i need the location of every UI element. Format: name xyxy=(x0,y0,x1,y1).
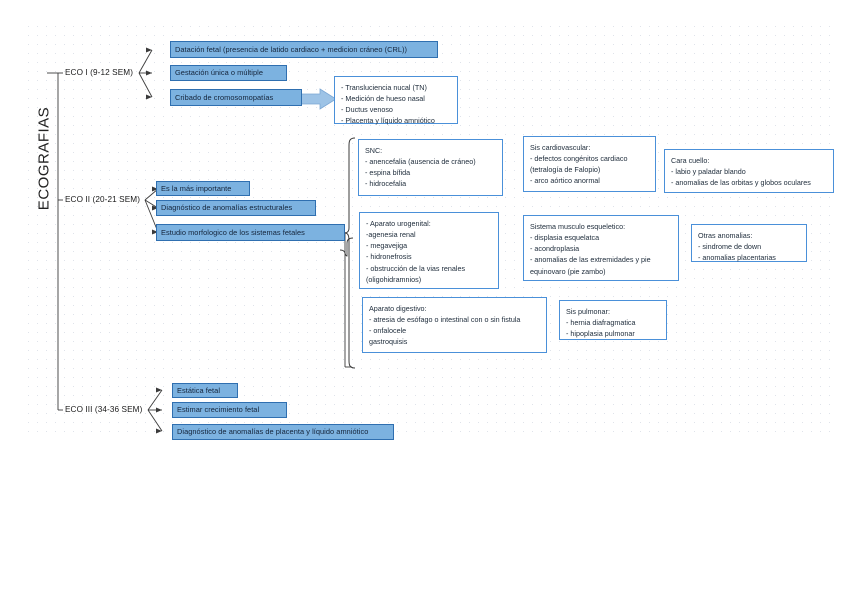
node-datacion-fetal[interactable]: Datación fetal (presencia de latido card… xyxy=(170,41,438,58)
detail-line: - Medición de hueso nasal xyxy=(341,94,425,104)
detail-box-snc: SNC: - anencefalia (ausencia de cráneo) … xyxy=(358,139,503,196)
detail-line: - megavejiga xyxy=(366,241,408,251)
detail-line: - acondroplasia xyxy=(530,244,580,254)
detail-line: Cara cuello: xyxy=(671,156,710,165)
detail-line: - espina bífida xyxy=(365,168,411,178)
page-title: ECOGRAFIAS xyxy=(35,106,53,211)
detail-box-cribado: - Transluciencia nucal (TN) - Medición d… xyxy=(334,76,458,126)
detail-line: - onfalocele xyxy=(369,326,407,336)
node-diagnostico-placenta-liquido[interactable]: Diagnóstico de anomalías de placenta y l… xyxy=(172,424,394,440)
node-cribado-cromosomopatias[interactable]: Cribado de cromosomopatías xyxy=(170,89,302,106)
detail-line: Otras anomalias: xyxy=(698,231,753,240)
grouping-brace xyxy=(344,137,356,369)
detail-line: - arco aórtico anormal xyxy=(530,176,600,186)
detail-line: - Ductus venoso xyxy=(341,105,393,115)
detail-line: equinovaro (pie zambo) xyxy=(530,266,606,276)
detail-line: - anomalias placentarias xyxy=(698,253,776,263)
detail-line: - anomalias de las extremidades y pie xyxy=(530,255,651,265)
detail-line: Aparato digestivo: xyxy=(369,304,427,313)
detail-line: - Transluciencia nucal (TN) xyxy=(341,83,427,92)
detail-box-cardiovascular: Sis cardiovascular: - defectos congénito… xyxy=(523,136,656,192)
detail-line: - obstrucción de la vias renales xyxy=(366,263,466,273)
detail-line: gastroquisis xyxy=(369,337,408,347)
node-diagnostico-anomalias-estructurales[interactable]: Diagnóstico de anomalías estructurales xyxy=(156,200,316,216)
detail-line: Sis pulmonar: xyxy=(566,307,610,316)
detail-line: - hernia diafragmatica xyxy=(566,318,636,328)
detail-line: (oligohidramnios) xyxy=(366,274,422,284)
detail-box-digestivo: Aparato digestivo: - atresia de esófago … xyxy=(362,297,547,353)
node-estudio-morfologico[interactable]: Estudio morfologico de los sistemas feta… xyxy=(156,224,345,241)
detail-line: - anencefalia (ausencia de cráneo) xyxy=(365,157,476,167)
detail-line: - atresia de esófago o intestinal con o … xyxy=(369,315,521,325)
detail-line: - displasia esquelatca xyxy=(530,233,600,243)
detail-line: - hipoplasia pulmonar xyxy=(566,329,635,339)
detail-box-pulmonar: Sis pulmonar: - hernia diafragmatica - h… xyxy=(559,300,667,340)
detail-box-cara-cuello: Cara cuello: - labio y paladar blando - … xyxy=(664,149,834,193)
detail-line: Sis cardiovascular: xyxy=(530,143,591,152)
detail-line: - labio y paladar blando xyxy=(671,167,746,177)
branch-label-eco3: ECO III (34-36 SEM) xyxy=(65,405,143,414)
detail-box-urogenital: - Aparato urogenital: -agenesia renal - … xyxy=(359,212,499,289)
node-estatica-fetal[interactable]: Estática fetal xyxy=(172,383,238,398)
detail-line: - defectos congénitos cardiaco xyxy=(530,154,628,164)
node-es-la-mas-importante[interactable]: Es la más importante xyxy=(156,181,250,196)
block-arrow-right-icon xyxy=(298,88,337,110)
branch-label-eco2: ECO II (20-21 SEM) xyxy=(65,195,141,204)
detail-box-otras-anomalias: Otras anomalias: - sindrome de down - an… xyxy=(691,224,807,262)
detail-line: - hidronefrosis xyxy=(366,252,412,262)
branch-label-eco1: ECO I (9-12 SEM) xyxy=(65,68,134,77)
detail-line: - hidrocefalia xyxy=(365,179,407,189)
node-estimar-crecimiento-fetal[interactable]: Estimar crecimiento fetal xyxy=(172,402,287,418)
detail-box-musculo-esqueletico: Sistema musculo esqueletico: - displasia… xyxy=(523,215,679,281)
detail-line: Sistema musculo esqueletico: xyxy=(530,222,626,231)
detail-line: -agenesia renal xyxy=(366,230,416,240)
detail-line: (tetralogía de Falopio) xyxy=(530,165,601,175)
detail-line: - Aparato urogenital: xyxy=(366,219,431,228)
detail-line: - Placenta y líquido amniótico xyxy=(341,116,435,126)
detail-line: SNC: xyxy=(365,146,383,155)
node-gestacion-unica-multiple[interactable]: Gestación única o múltiple xyxy=(170,65,287,81)
detail-line: - anomalias de las orbitas y globos ocul… xyxy=(671,178,811,188)
detail-line: - sindrome de down xyxy=(698,242,762,252)
